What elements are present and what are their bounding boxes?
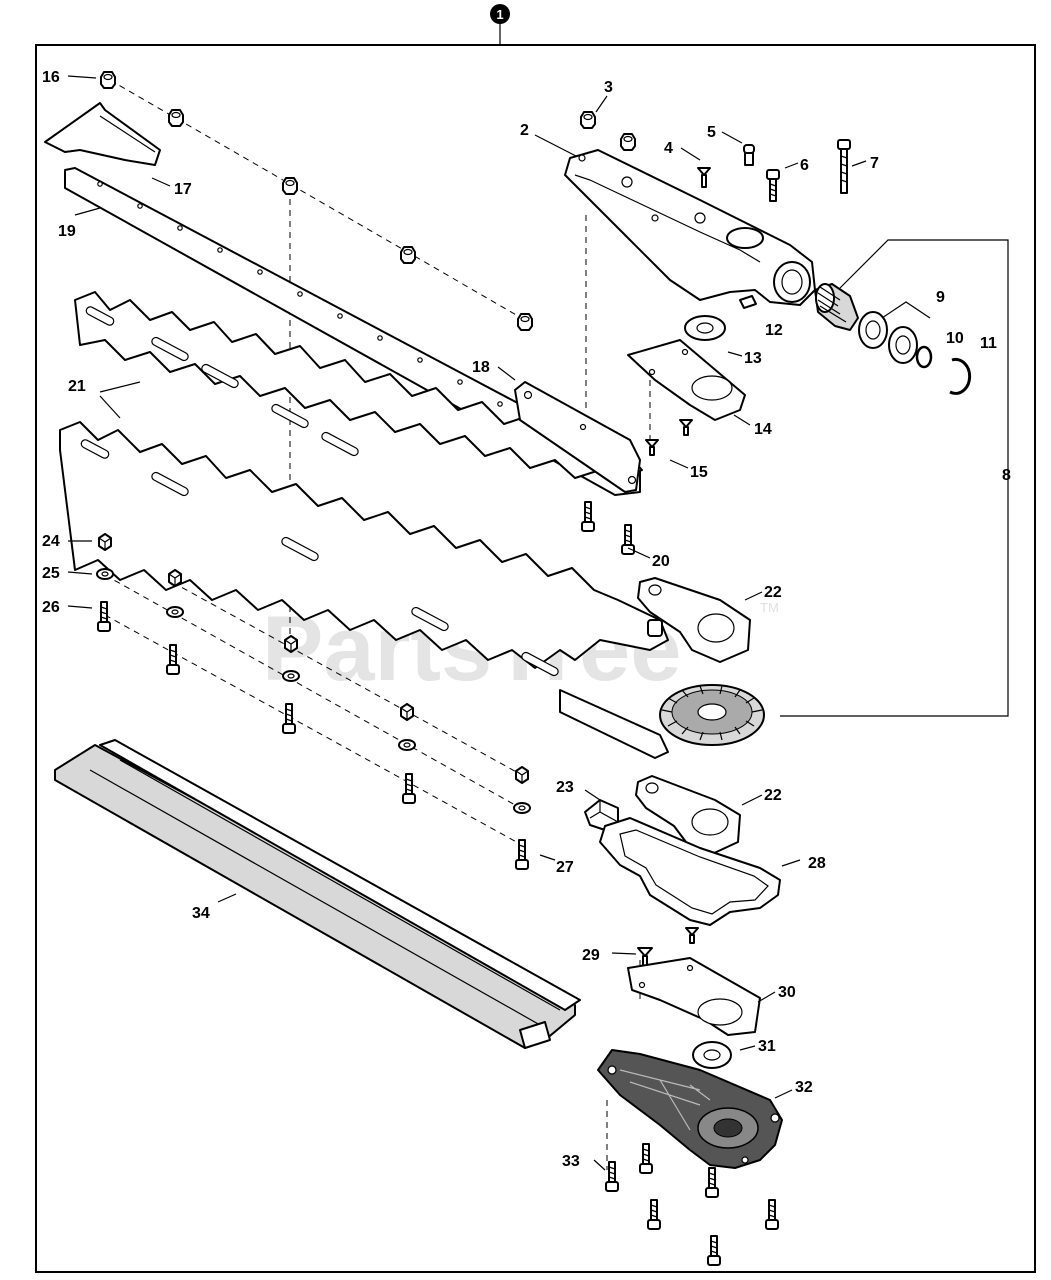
part-27-bolts[interactable] bbox=[282, 703, 529, 870]
callout-8: 8 bbox=[1002, 467, 1011, 484]
callout-19: 19 bbox=[58, 223, 76, 240]
assembly-callout-badge bbox=[490, 4, 510, 24]
assembly-frame bbox=[35, 44, 1036, 1273]
part-8-drive-gear[interactable] bbox=[659, 684, 765, 746]
part-2-gear-housing[interactable] bbox=[564, 149, 816, 306]
callout-5: 5 bbox=[707, 124, 716, 141]
part-15-screws[interactable] bbox=[645, 419, 693, 456]
part-10-ring[interactable] bbox=[915, 345, 933, 369]
callout-7: 7 bbox=[870, 155, 879, 172]
part-21-blade-tail bbox=[559, 689, 669, 759]
part-31-bearing[interactable] bbox=[692, 1041, 732, 1069]
callout-33: 33 bbox=[562, 1153, 580, 1170]
assembly-callout: 1 bbox=[496, 7, 503, 22]
callout-27: 27 bbox=[556, 859, 574, 876]
callout-20: 20 bbox=[652, 553, 670, 570]
part-22-upper-crank[interactable] bbox=[637, 577, 751, 663]
callout-22b: 22 bbox=[764, 787, 782, 804]
part-32-gear-cover[interactable] bbox=[597, 1049, 783, 1169]
callout-22a: 22 bbox=[764, 584, 782, 601]
callout-32: 32 bbox=[795, 1079, 813, 1096]
part-17-blade-cover[interactable] bbox=[44, 102, 161, 166]
callout-34: 34 bbox=[192, 905, 210, 922]
callout-9: 9 bbox=[936, 289, 945, 306]
callout-4: 4 bbox=[664, 140, 673, 157]
part-34-blade-guard[interactable] bbox=[54, 739, 581, 1049]
callout-17: 17 bbox=[174, 181, 192, 198]
part-14-plate[interactable] bbox=[627, 339, 746, 421]
part-21-lower-blade[interactable] bbox=[59, 421, 669, 677]
part-19-blade-bar[interactable] bbox=[64, 167, 641, 496]
watermark-tm: TM bbox=[760, 600, 779, 615]
callout-31: 31 bbox=[758, 1038, 776, 1055]
part-30-plate[interactable] bbox=[627, 957, 761, 1036]
callout-30: 30 bbox=[778, 984, 796, 1001]
part-12-washer[interactable] bbox=[739, 295, 757, 309]
callout-13: 13 bbox=[744, 350, 762, 367]
part-8-pinion-gear[interactable] bbox=[814, 283, 859, 331]
callout-10: 10 bbox=[946, 330, 964, 347]
part-11-snap-ring[interactable] bbox=[949, 357, 972, 395]
callout-15: 15 bbox=[690, 464, 708, 481]
callout-12: 12 bbox=[765, 322, 783, 339]
callout-14: 14 bbox=[754, 421, 772, 438]
callout-26: 26 bbox=[42, 599, 60, 616]
callout-18: 18 bbox=[472, 359, 490, 376]
part-9-bearings[interactable] bbox=[858, 311, 918, 364]
part-16-nuts[interactable] bbox=[100, 71, 533, 331]
callout-labels: 16 3 2 5 4 6 7 17 19 9 12 10 11 13 18 21… bbox=[42, 69, 1011, 1170]
callout-23: 23 bbox=[556, 779, 574, 796]
callout-25: 25 bbox=[42, 565, 60, 582]
part-21-upper-blade[interactable] bbox=[74, 291, 643, 481]
callout-24: 24 bbox=[42, 533, 60, 550]
callout-29: 29 bbox=[582, 947, 600, 964]
part-7-long-bolt[interactable] bbox=[837, 139, 851, 194]
part-20-bolts[interactable] bbox=[581, 501, 635, 555]
callout-3: 3 bbox=[604, 79, 613, 96]
part-3-nuts[interactable] bbox=[580, 111, 636, 151]
callout-11: 11 bbox=[980, 335, 997, 352]
part-4-screw[interactable] bbox=[697, 167, 711, 188]
part-18-bracket[interactable] bbox=[514, 381, 641, 493]
callout-16: 16 bbox=[42, 69, 60, 86]
part-28-gasket[interactable] bbox=[599, 817, 781, 926]
callout-6: 6 bbox=[800, 157, 809, 174]
part-5-grease-fitting[interactable] bbox=[743, 144, 755, 166]
leader-lines bbox=[67, 75, 1009, 1171]
callout-21: 21 bbox=[68, 378, 86, 395]
part-13-bearing[interactable] bbox=[684, 315, 726, 341]
callout-2: 2 bbox=[520, 122, 529, 139]
callout-28: 28 bbox=[808, 855, 826, 872]
part-6-bolt[interactable] bbox=[766, 169, 780, 202]
